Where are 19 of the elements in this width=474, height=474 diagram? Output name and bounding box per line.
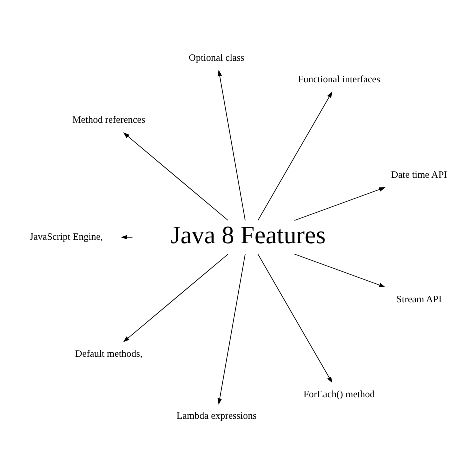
arrow [294, 254, 386, 287]
arrow [258, 91, 333, 220]
node-text: Stream API [396, 294, 442, 305]
node-text: JavaScript Engine, [30, 232, 104, 243]
node-text: Lambda expressions [176, 410, 257, 422]
arrow [218, 70, 246, 220]
arrow [258, 254, 333, 383]
arrow [123, 254, 228, 342]
node-text: ForEach() method [304, 389, 376, 400]
node-text: Java 8 Features [170, 222, 326, 250]
node-text: Optional class [189, 52, 245, 64]
node-text: Method references [72, 114, 146, 126]
node-text: Default methods, [75, 348, 143, 360]
node-text: Date time API [391, 169, 448, 180]
node-text: Functional interfaces [298, 74, 380, 86]
arrow [294, 187, 386, 221]
arrow [121, 234, 134, 240]
arrow [123, 132, 228, 220]
arrow [218, 254, 246, 404]
